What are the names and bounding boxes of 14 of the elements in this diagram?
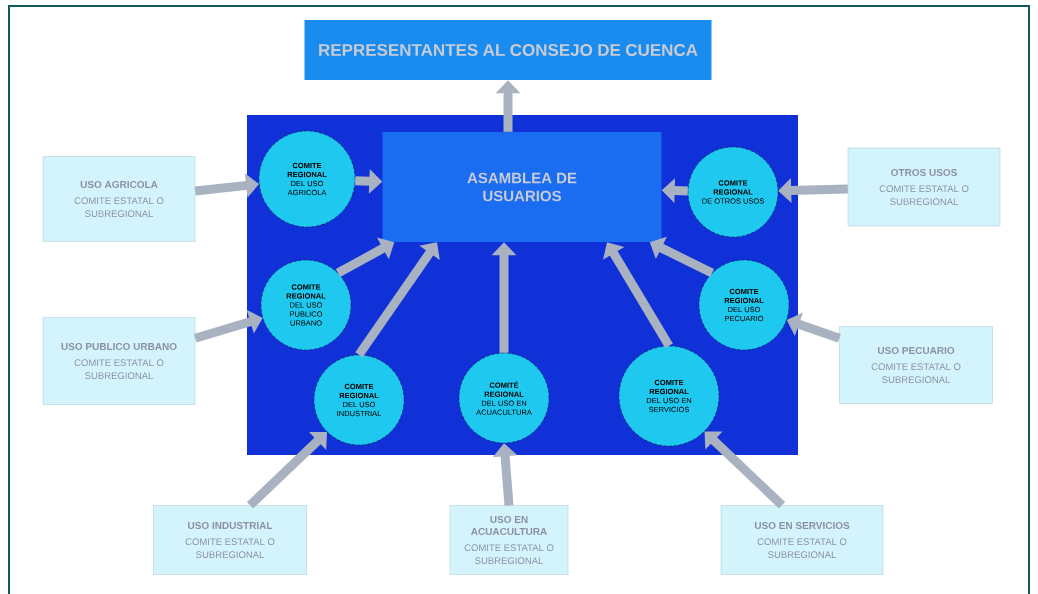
block-arrow [193, 309, 263, 343]
assembly-box: ASAMBLEA DE USUARIOS [382, 132, 662, 242]
state-committee-box: USO PECUARIO COMITE ESTATAL O SUBREGIONAL [839, 326, 993, 404]
state-committee-box: USO INDUSTRIAL COMITE ESTATAL O SUBREGIONAL [153, 505, 307, 575]
block-arrow [704, 431, 786, 509]
state-committee-box: USO EN ACUACULTURA COMITE ESTATAL O SUBREGIONAL [449, 505, 569, 575]
block-arrow [246, 431, 327, 509]
block-arrow [603, 242, 673, 349]
state-committee-box: USO EN SERVICIOS COMITE ESTATAL O SUBREGIONAL [720, 505, 884, 575]
state-committee-box: USO PUBLICO URBANO COMITE ESTATAL O SUBREGIONAL [42, 317, 196, 405]
state-committee-box: USO AGRICOLA COMITE ESTATAL O SUBREGIONAL [42, 156, 196, 242]
council-box: REPRESENTANTES AL CONSEJO DE CUENCA [304, 20, 712, 80]
state-committee-box: OTROS USOS COMITE ESTATAL O SUBREGIONAL [847, 147, 1001, 227]
block-arrow [355, 242, 440, 358]
